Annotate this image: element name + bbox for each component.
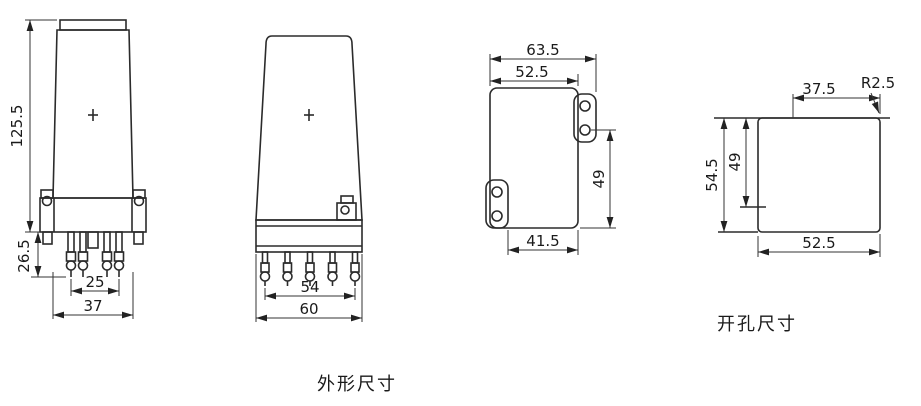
dim-front-pin-pitch: 25 (70, 273, 120, 296)
front-right-foot (133, 231, 144, 245)
dim-label-cutout-top-width: 37.5 (802, 80, 835, 98)
dim-label-cutout-corner-radius: R2.5 (861, 74, 895, 92)
dim-label-front-base-width: 37 (83, 297, 102, 315)
dim-cutout-inner-height: 49 (726, 118, 750, 207)
dim-cutout-overall-height: 54.5 (703, 118, 728, 232)
dim-front-base-width: 37 (52, 272, 134, 319)
dim-label-panel-bottom-width: 41.5 (526, 232, 559, 250)
dim-side-overall-width: 60 (255, 254, 363, 322)
dim-side-pin-span: 54 (264, 278, 356, 300)
front-center-stub (87, 231, 99, 249)
front-view-dimensions: 125.5 26.5 25 37 (8, 19, 134, 319)
dim-label-panel-body-width: 52.5 (515, 63, 548, 81)
panel-body (489, 87, 579, 229)
panel-view (485, 87, 597, 229)
panel-view-dimensions: 63.5 52.5 49 41.5 (489, 41, 616, 255)
dim-label-panel-overall-width: 63.5 (526, 41, 559, 59)
dim-label-front-height: 125.5 (8, 105, 26, 148)
dim-label-side-overall-width: 60 (299, 300, 318, 318)
side-center-mark (304, 109, 314, 121)
dim-label-panel-hole-height: 49 (590, 169, 608, 188)
dim-label-side-pin-span: 54 (300, 278, 319, 296)
side-base (255, 219, 363, 253)
front-pins (65, 231, 125, 277)
panel-ear-bottom-left (485, 179, 509, 229)
dim-label-front-pin-pitch: 25 (85, 273, 104, 291)
dim-cutout-top-width: 37.5 (792, 80, 881, 118)
front-top-cap (59, 19, 127, 31)
side-body (255, 35, 363, 221)
panel-ear-top-right (573, 93, 597, 143)
caption-outline-dimensions: 外形尺寸 (317, 374, 397, 395)
front-flange (39, 197, 147, 233)
dim-label-front-pin-length: 26.5 (15, 239, 33, 272)
side-view-dimensions: 54 60 (255, 254, 363, 322)
dim-panel-overall-width: 63.5 (489, 41, 597, 92)
front-left-foot (42, 231, 53, 245)
front-view (39, 19, 147, 277)
dim-label-cutout-overall-height: 54.5 (703, 158, 721, 191)
dim-label-cutout-width: 52.5 (802, 234, 835, 252)
dim-label-cutout-inner-height: 49 (726, 152, 744, 171)
dim-panel-body-width: 52.5 (490, 63, 579, 86)
dim-cutout-corner-radius: R2.5 (861, 74, 895, 114)
side-view (255, 35, 363, 286)
dim-front-height: 125.5 (8, 19, 57, 233)
caption-cutout-dimensions: 开孔尺寸 (717, 314, 797, 335)
dim-front-pin-length: 26.5 (15, 232, 66, 278)
dim-panel-hole-height: 49 (580, 129, 616, 229)
cutout-hole (757, 117, 881, 233)
front-right-mount-screw (132, 189, 146, 207)
cutout-view (714, 117, 890, 233)
dim-panel-bottom-width: 41.5 (507, 230, 579, 255)
cutout-view-dimensions: 37.5 R2.5 54.5 49 52.5 (703, 74, 895, 257)
side-mount-screw (336, 195, 357, 221)
dim-cutout-width: 52.5 (757, 234, 881, 257)
front-left-mount-screw (40, 189, 54, 207)
side-pins (259, 251, 361, 286)
front-center-mark (88, 109, 98, 121)
